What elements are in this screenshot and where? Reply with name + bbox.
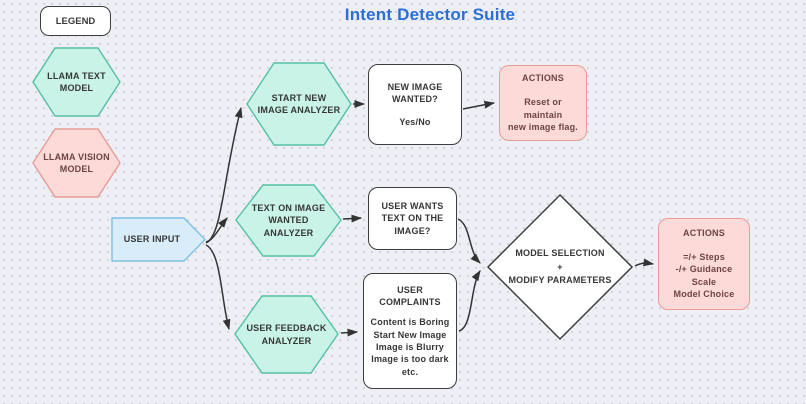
edge-userinput-textonimage[interactable] xyxy=(205,217,228,243)
actions-reset-line: new image flag. xyxy=(507,122,579,133)
text-on-image-analyzer-hexagon[interactable] xyxy=(235,184,342,257)
actions-params-line: -/+ Guidance Scale xyxy=(675,264,733,287)
legend-llama-vision-label: LLAMA VISION MODEL xyxy=(43,151,110,174)
user-wants-text-title: USER WANTS TEXT ON THE IMAGE? xyxy=(381,201,444,236)
legend-llama-vision-hexagon[interactable] xyxy=(32,128,121,198)
user-complaints-title: USER COMPLAINTS xyxy=(379,284,441,307)
actions-params-line: =/+ Steps xyxy=(683,251,725,262)
start-new-image-analyzer-hexagon[interactable] xyxy=(246,62,352,146)
user-wants-text-box[interactable]: USER WANTS TEXT ON THE IMAGE? xyxy=(368,187,457,250)
model-selection-label: MODEL SELECTION + MODIFY PARAMETERS xyxy=(508,248,612,286)
complaint-line: etc. xyxy=(401,366,419,377)
edge-usercomplaints-modelselection[interactable] xyxy=(458,270,481,332)
actions-params-line: Model Choice xyxy=(673,289,735,300)
model-selection-diamond[interactable] xyxy=(486,193,634,341)
edge-userinput-userfeedback[interactable] xyxy=(205,244,231,331)
legend-llama-text-label: LLAMA TEXT MODEL xyxy=(47,70,106,93)
new-image-wanted-title: NEW IMAGE WANTED? xyxy=(387,81,443,104)
actions-params-box[interactable]: ACTIONS =/+ Steps -/+ Guidance Scale Mod… xyxy=(658,218,750,310)
actions-reset-box[interactable]: ACTIONS Reset or maintain new image flag… xyxy=(499,65,587,141)
edge-userfeedback-usercomplaints[interactable] xyxy=(340,328,359,337)
page-title: Intent Detector Suite xyxy=(344,5,516,24)
user-input-shape[interactable] xyxy=(111,217,206,262)
user-input-label: USER INPUT xyxy=(123,234,181,245)
user-complaints-box[interactable]: USER COMPLAINTS Content is Boring Start … xyxy=(363,273,457,389)
user-feedback-analyzer-hexagon[interactable] xyxy=(234,295,339,374)
actions-reset-line: Reset or maintain xyxy=(523,96,563,120)
actions-reset-title: ACTIONS xyxy=(522,73,564,84)
edge-newimagewanted-actionsreset[interactable] xyxy=(462,100,496,110)
actions-params-title: ACTIONS xyxy=(683,228,725,239)
complaint-line: Start New Image xyxy=(373,329,447,340)
edge-modelselection-actionsparams[interactable] xyxy=(634,258,655,267)
new-image-wanted-box[interactable]: NEW IMAGE WANTED? Yes/No xyxy=(368,64,462,145)
complaint-line: Image is too dark xyxy=(371,354,449,365)
text-on-image-analyzer-label: TEXT ON IMAGE WANTED ANALYZER xyxy=(251,203,326,238)
user-feedback-analyzer-label: USER FEEDBACK ANALYZER xyxy=(246,323,327,346)
complaint-line: Image is Blurry xyxy=(375,341,445,352)
legend-llama-text-hexagon[interactable] xyxy=(32,47,121,117)
new-image-wanted-detail: Yes/No xyxy=(399,117,431,128)
edge-textonimage-userwants[interactable] xyxy=(342,214,363,223)
start-new-image-analyzer-label: START NEW IMAGE ANALYZER xyxy=(257,92,341,115)
edge-userwants-modelselection[interactable] xyxy=(457,218,481,264)
legend-box[interactable]: LEGEND xyxy=(40,6,111,36)
complaint-line: Content is Boring xyxy=(370,317,450,328)
legend-label: LEGEND xyxy=(55,15,96,27)
